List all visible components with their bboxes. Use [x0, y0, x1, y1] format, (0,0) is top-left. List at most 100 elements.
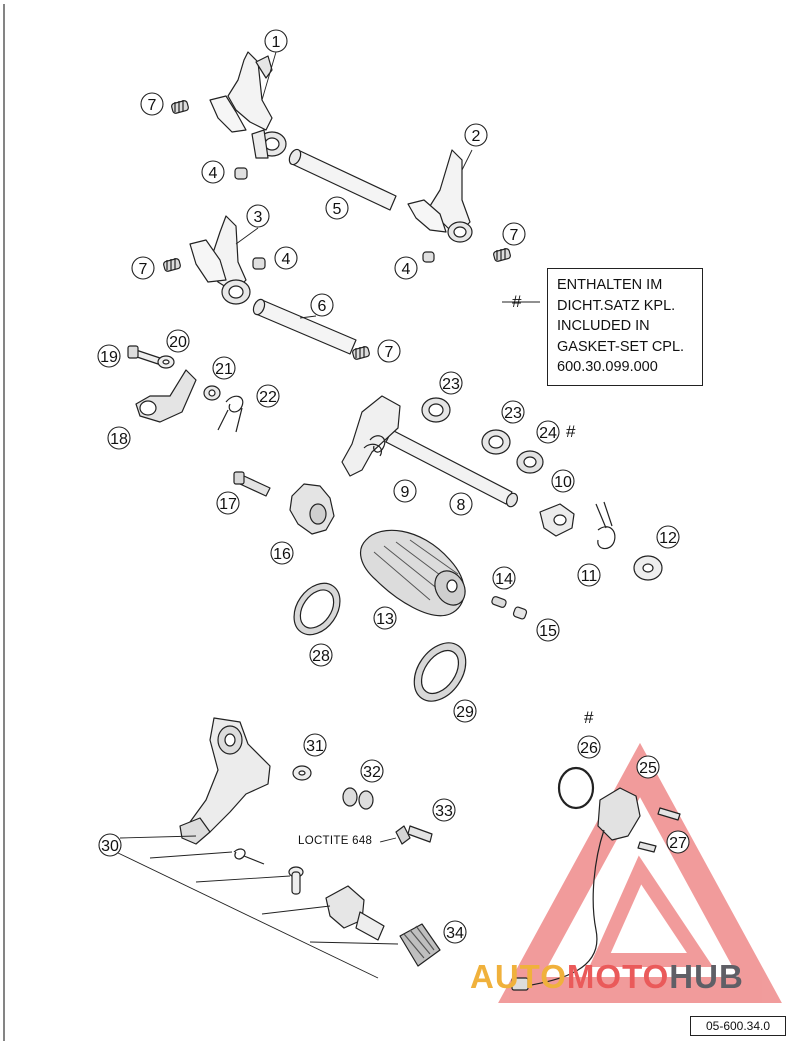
- spring-7-a: [171, 100, 189, 114]
- footpeg-rubber-34: [399, 923, 441, 967]
- callout-24: 24: [536, 420, 560, 444]
- pin-4-c: [422, 251, 435, 263]
- svg-text:16: 16: [273, 546, 291, 563]
- svg-text:25: 25: [639, 760, 657, 777]
- bearing-23-b: [481, 429, 511, 455]
- callout-9: 9: [393, 479, 417, 503]
- washer-31: [292, 765, 312, 781]
- callout-21: 21: [212, 356, 236, 380]
- screw-27-b: [637, 841, 657, 853]
- callout-27: 27: [666, 830, 690, 854]
- svg-text:8: 8: [457, 497, 466, 514]
- callout-23-a: 23: [439, 371, 463, 395]
- spring-30-small: [233, 848, 265, 865]
- svg-text:7: 7: [510, 227, 519, 244]
- seal-32: [342, 787, 374, 810]
- callout-22: 22: [256, 384, 280, 408]
- watermark-triangle: [498, 742, 782, 1003]
- screw-27-a: [657, 807, 681, 821]
- svg-text:29: 29: [456, 704, 474, 721]
- watermark-hub: HUB: [669, 958, 744, 995]
- note-marker: #: [512, 292, 522, 311]
- gasket-set-note: ENTHALTEN IM DICHT.SATZ KPL. INCLUDED IN…: [547, 268, 703, 386]
- callout-33: 33: [432, 798, 456, 822]
- callout-13: 13: [373, 606, 397, 630]
- pin-30: [288, 866, 304, 895]
- sleeve-21: [203, 385, 221, 401]
- callout-7-d: 7: [377, 339, 401, 363]
- note-line: DICHT.SATZ KPL.: [557, 297, 676, 314]
- callout-3: 3: [246, 204, 270, 228]
- seal-24: [516, 450, 544, 474]
- callout-15: 15: [536, 618, 560, 642]
- callout-28: 28: [309, 643, 333, 667]
- callout-7-c: 7: [131, 256, 155, 280]
- svg-text:22: 22: [259, 389, 277, 406]
- callout-19: 19: [97, 344, 121, 368]
- screw-17: [233, 471, 271, 497]
- marker-24: #: [566, 422, 576, 441]
- svg-text:6: 6: [318, 298, 327, 315]
- document-reference: 05-600.34.0: [690, 1016, 786, 1036]
- svg-text:2: 2: [472, 128, 481, 145]
- shaft-6: [252, 298, 357, 355]
- svg-text:11: 11: [581, 568, 598, 585]
- svg-text:1: 1: [272, 34, 281, 51]
- spring-7-b: [493, 248, 511, 262]
- svg-text:12: 12: [659, 530, 677, 547]
- svg-text:7: 7: [148, 97, 157, 114]
- note-line: 600.30.099.000: [557, 359, 658, 375]
- shift-plate-9: [341, 395, 401, 477]
- pin-15: [512, 606, 528, 620]
- bearing-28: [293, 582, 341, 636]
- callout-8: 8: [449, 492, 473, 516]
- note-line: INCLUDED IN: [557, 318, 650, 334]
- callout-labels: 1 2 3 4 4 4 5 6 7 7 7 7 8 9 10 11 12 13 …: [97, 29, 690, 944]
- shift-fork-2: [407, 149, 473, 243]
- svg-text:4: 4: [282, 251, 291, 268]
- svg-text:21: 21: [215, 361, 233, 378]
- svg-text:34: 34: [446, 925, 464, 942]
- shaft-5: [288, 148, 397, 211]
- leader-lines: [115, 51, 540, 979]
- svg-text:18: 18: [110, 431, 128, 448]
- svg-text:26: 26: [580, 740, 598, 757]
- svg-text:23: 23: [504, 405, 522, 422]
- svg-text:4: 4: [209, 165, 218, 182]
- callout-6: 6: [310, 293, 334, 317]
- svg-text:3: 3: [254, 209, 263, 226]
- callout-34: 34: [443, 920, 467, 944]
- callout-23-b: 23: [501, 400, 525, 424]
- svg-text:5: 5: [333, 201, 342, 218]
- callout-20: 20: [166, 329, 190, 353]
- watermark-text: AUTOMOTOHUB: [470, 958, 744, 996]
- shift-drum-13: [359, 529, 466, 617]
- svg-text:27: 27: [669, 835, 687, 852]
- svg-text:33: 33: [435, 803, 453, 820]
- svg-text:15: 15: [539, 623, 557, 640]
- callout-4-c: 4: [394, 256, 418, 280]
- callout-17: 17: [216, 491, 240, 515]
- svg-text:10: 10: [554, 474, 572, 491]
- svg-text:7: 7: [385, 344, 394, 361]
- svg-text:17: 17: [219, 496, 237, 513]
- callout-5: 5: [325, 196, 349, 220]
- watermark-auto: AUTO: [470, 958, 567, 995]
- lever-end-30: [325, 885, 385, 941]
- loctite-label: LOCTITE 648: [298, 835, 373, 847]
- callout-7-a: 7: [140, 92, 164, 116]
- ratchet-10: [539, 503, 575, 537]
- callout-12: 12: [656, 525, 680, 549]
- callout-29: 29: [453, 699, 477, 723]
- bolt-33: [395, 825, 433, 845]
- spring-22: [217, 395, 244, 433]
- sensor-25: [511, 787, 641, 991]
- shift-fork-1: [209, 51, 287, 159]
- spring-7-c: [163, 258, 181, 272]
- callout-16: 16: [270, 541, 294, 565]
- oring-26: [557, 766, 595, 810]
- watermark-moto: MOTO: [566, 958, 670, 995]
- svg-text:30: 30: [101, 838, 119, 855]
